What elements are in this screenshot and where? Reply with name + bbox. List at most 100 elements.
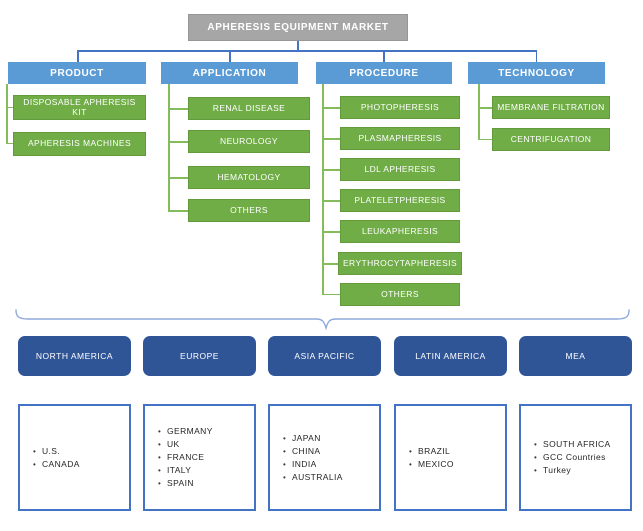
connector [168,84,170,211]
country-label: U.S. [42,445,61,456]
bullet-icon: • [534,440,538,449]
bullet-icon: • [158,479,162,488]
connector [168,177,188,179]
connector [6,84,8,144]
segment-header-application: APPLICATION [161,62,298,84]
region-north-america: NORTH AMERICA [18,336,131,376]
region-europe: EUROPE [143,336,256,376]
list-item: • ITALY [158,464,252,477]
root-node: APHERESIS EQUIPMENT MARKET [188,14,408,41]
segment-header-procedure: PROCEDURE [316,62,452,84]
underbrace [15,309,630,331]
connector [322,169,340,171]
region-countries-box [143,404,256,511]
connector [6,106,13,109]
bullet-icon: • [283,446,287,456]
segment-child: PLASMAPHERESIS [340,127,460,150]
connector [6,142,13,145]
country-label: BRAZIL [418,445,451,456]
list-item: • CANADA [33,458,127,471]
region-countries-box [18,404,131,511]
connector [77,50,537,52]
connector [478,107,492,109]
list-item: • AUSTRALIA [283,471,377,484]
segment-child: APHERESIS MACHINES [13,132,146,156]
list-item: • CHINA [283,445,377,458]
list-item: • U.S. [33,445,127,458]
country-list: • SOUTH AFRICA • GCC Countries • Turkey [521,404,630,511]
list-item: • FRANCE [158,451,252,464]
connector [478,84,480,140]
segment-child: RENAL DISEASE [188,97,310,120]
country-list: • GERMANY •UK • FRANCE • ITALY • SPAIN [145,404,254,511]
segment-child: OTHERS [188,199,310,222]
segment-child: PLATELETPHERESIS [340,189,460,212]
country-label: GERMANY [167,426,213,436]
segment-child: MEMBRANE FILTRATION [492,96,610,119]
bullet-icon: • [33,459,37,469]
connector [322,200,340,202]
list-item: •UK [158,438,252,451]
connector [322,107,340,109]
connector [77,50,79,62]
connector [322,138,340,140]
connector [322,293,340,296]
connector [383,50,385,62]
bullet-icon: • [158,427,162,436]
country-list: • U.S. • CANADA [20,404,129,511]
region-latin-america: LATIN AMERICA [394,336,507,376]
list-item: • INDIA [283,458,377,471]
bullet-icon: • [409,446,413,456]
country-label: ITALY [167,465,192,475]
list-item: • MEXICO [409,458,503,471]
bullet-icon: • [158,453,162,462]
bullet-icon: • [534,453,538,462]
connector [322,231,340,233]
country-label: SOUTH AFRICA [543,439,611,449]
segment-child: CENTRIFUGATION [492,128,610,151]
segment-header-product: PRODUCT [8,62,146,84]
bullet-icon: • [534,466,538,475]
connector [322,84,324,295]
region-countries-box [268,404,381,511]
country-label: UK [167,439,180,449]
list-item: • GCC Countries [534,451,628,464]
country-label: Turkey [543,465,572,475]
country-label: JAPAN [292,432,321,443]
bullet-icon: • [409,459,413,469]
region-mea: MEA [519,336,632,376]
connector [229,50,231,62]
region-countries-box [394,404,507,511]
country-label: FRANCE [167,452,205,462]
list-item: • GERMANY [158,425,252,438]
connector [168,108,188,110]
list-item: • BRAZIL [409,445,503,458]
segment-child: OTHERS [340,283,460,306]
connector [168,141,188,143]
segment-child: DISPOSABLE APHERESIS KIT [13,95,146,120]
connector [168,210,188,212]
country-list: • JAPAN • CHINA • INDIA • AUSTRALIA [270,404,379,511]
country-label: CHINA [292,445,321,456]
list-item: • SPAIN [158,477,252,490]
bullet-icon: • [33,446,37,456]
bullet-icon: • [158,466,162,475]
country-label: CANADA [42,458,80,469]
bullet-icon: • [283,459,287,469]
segment-child: NEUROLOGY [188,130,310,153]
country-label: MEXICO [418,458,454,469]
connector [535,50,537,62]
country-label: SPAIN [167,478,194,488]
list-item: • JAPAN [283,432,377,445]
segment-child: ERYTHROCYTAPHERESIS [338,252,462,275]
country-label: INDIA [292,458,317,469]
bullet-icon: • [283,433,287,443]
segment-child: PHOTOPHERESIS [340,96,460,119]
country-label: GCC Countries [543,452,606,462]
bullet-icon: • [283,472,287,482]
country-label: AUSTRALIA [292,471,343,482]
country-list: • BRAZIL • MEXICO [396,404,505,511]
list-item: • Turkey [534,464,628,477]
region-asia-pacific: ASIA PACIFIC [268,336,381,376]
